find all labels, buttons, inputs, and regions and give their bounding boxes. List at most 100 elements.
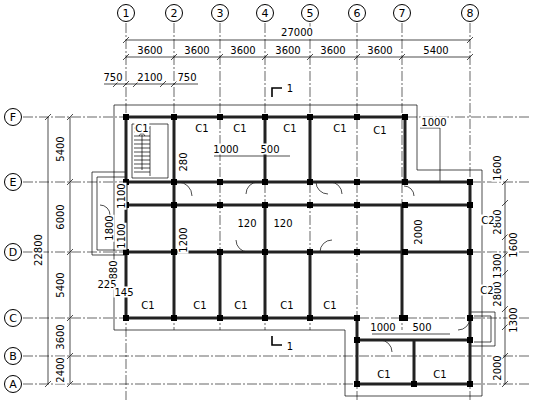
window-tag: C1 (232, 123, 247, 134)
dimension-text: 3600 (319, 45, 346, 56)
column (354, 179, 360, 185)
dimension-text: 5400 (55, 135, 66, 162)
dimension-text: 1300 (508, 306, 519, 333)
axis-bubble: 1 (117, 4, 135, 22)
dimension-text: 1300 (492, 252, 503, 279)
column (467, 179, 473, 185)
column (467, 202, 473, 208)
window-tag: C1 (192, 300, 207, 311)
column (402, 114, 408, 120)
window-tag: C1 (432, 369, 447, 380)
axis-number: F (10, 111, 16, 124)
window-tag: C1 (279, 300, 294, 311)
dimension-text: 1600 (508, 231, 519, 258)
column (262, 315, 268, 321)
axis-number: D (9, 246, 17, 259)
axis-bubble: A (4, 375, 22, 393)
axis-number: 1 (123, 7, 130, 20)
dimension-text: 880 (108, 259, 119, 280)
column (307, 315, 313, 321)
column (307, 114, 313, 120)
dimension-text: 1 (286, 341, 294, 352)
column (354, 114, 360, 120)
column (354, 315, 360, 321)
dimension-text: 2000 (492, 354, 503, 381)
dimension-text: 3600 (183, 45, 210, 56)
column (402, 179, 408, 185)
dimension-text: 22800 (33, 233, 44, 267)
column (171, 249, 177, 255)
column (262, 114, 268, 120)
dimension-text: 500 (259, 144, 280, 155)
dimension-text: 5400 (55, 271, 66, 298)
column (399, 315, 405, 321)
column (354, 337, 360, 343)
column (467, 337, 473, 343)
dimension-text: 3600 (229, 45, 256, 56)
window-tag: C1 (194, 123, 209, 134)
dimension-text: 1200 (178, 226, 189, 253)
window-tag: C1 (322, 300, 337, 311)
axis-bubble: 8 (461, 4, 479, 22)
column (217, 179, 223, 185)
column (354, 202, 360, 208)
column (217, 315, 223, 321)
column (123, 114, 129, 120)
axis-number: 7 (399, 7, 406, 20)
axis-number: E (10, 176, 17, 189)
axis-bubble: 7 (393, 4, 411, 22)
window-tag: C2 (479, 285, 494, 296)
axis-bubble: 2 (165, 4, 183, 22)
dimension-text: 2000 (413, 218, 424, 245)
dimension-text: 3600 (55, 323, 66, 350)
axis-number: 2 (171, 7, 178, 20)
axis-number: 3 (217, 7, 224, 20)
column (467, 249, 473, 255)
dimension-text: 750 (176, 72, 197, 83)
window-tag: C2 (480, 215, 495, 226)
dimension-text: 6000 (55, 203, 66, 230)
dimension-text: 2400 (55, 356, 66, 383)
column (217, 114, 223, 120)
axis-bubble: 5 (301, 4, 319, 22)
column (123, 315, 129, 321)
dimension-text: 1 (286, 83, 294, 94)
window-tag: C1 (233, 300, 248, 311)
axis-bubble: B (4, 347, 22, 365)
column (354, 381, 360, 387)
column (354, 249, 360, 255)
dimension-text: 3600 (136, 45, 163, 56)
dimension-text: 1100 (116, 182, 127, 209)
window-tag: C1 (140, 300, 155, 311)
column (217, 249, 223, 255)
dimension-text: 3600 (274, 45, 301, 56)
dimension-text: 120 (236, 218, 257, 229)
column (307, 202, 313, 208)
dimension-text: 145 (113, 287, 134, 298)
column (402, 249, 408, 255)
dimension-text: 500 (411, 322, 432, 333)
column (411, 381, 417, 387)
column (402, 202, 408, 208)
dimension-text: 1000 (212, 144, 239, 155)
axis-number: 5 (307, 7, 314, 20)
axis-number: C (9, 312, 17, 325)
column (171, 202, 177, 208)
axis-bubble: 3 (211, 4, 229, 22)
axis-bubble: 4 (256, 4, 274, 22)
dimension-text: 1100 (116, 222, 127, 249)
column (171, 179, 177, 185)
column (467, 381, 473, 387)
column (217, 202, 223, 208)
axis-bubble: F (4, 108, 22, 126)
dimension-text: 1600 (492, 154, 503, 181)
dimension-text: 120 (272, 218, 293, 229)
dimension-text: 1800 (104, 214, 115, 241)
window-tag: C1 (282, 123, 297, 134)
dimension-text: 2100 (136, 72, 163, 83)
axis-bubble: 6 (348, 4, 366, 22)
column (262, 179, 268, 185)
column (307, 249, 313, 255)
dimension-text: 750 (102, 72, 123, 83)
